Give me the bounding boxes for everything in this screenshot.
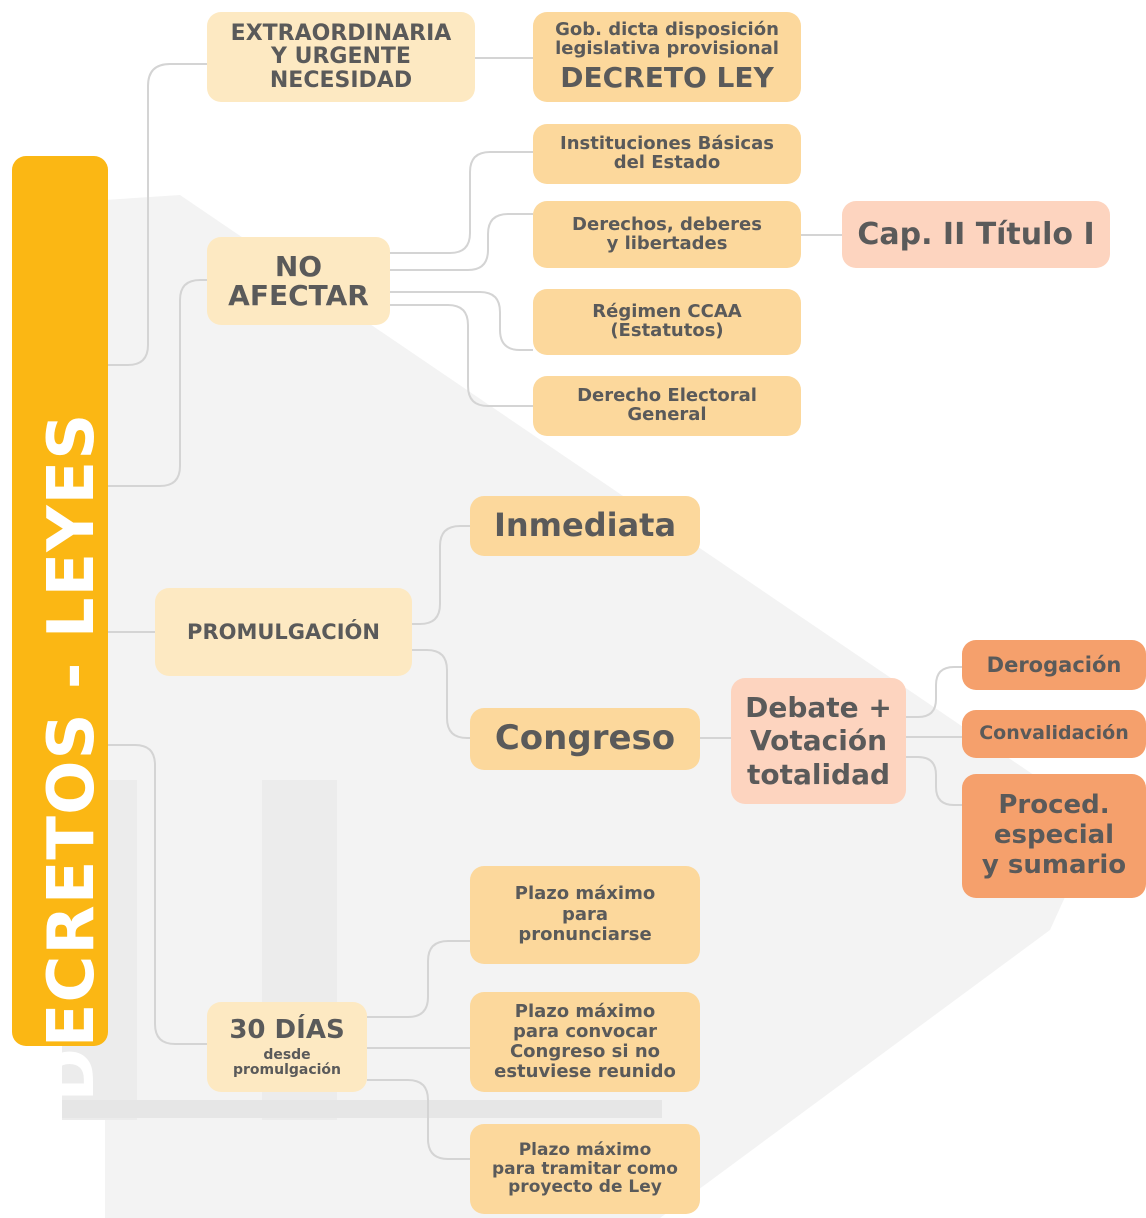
- node-label-line: Plazo máximo: [514, 1001, 656, 1023]
- node-label-line: (Estatutos): [610, 320, 724, 341]
- node-label-line: EXTRAORDINARIA: [230, 21, 452, 47]
- node-no-afectar: NO AFECTAR: [207, 237, 390, 325]
- node-label: Derogación: [986, 652, 1122, 677]
- connector-promulgacion-congreso: [412, 649, 470, 739]
- node-label-line: proyecto de Ley: [508, 1177, 662, 1198]
- node-debate-votacion: Debate + Votación totalidad: [731, 678, 906, 804]
- node-decreto-line2: legislativa provisional: [555, 38, 779, 60]
- node-derogacion: Derogación: [962, 640, 1146, 690]
- connector-noafectar-instituciones: [390, 151, 533, 254]
- node-proced-especial: Proced. especial y sumario: [962, 774, 1146, 898]
- node-plazo-sublabel: promulgación: [232, 1061, 342, 1078]
- node-label-line: totalidad: [746, 757, 891, 791]
- root-title: DECRETOS - LEYES: [35, 412, 109, 1102]
- connector-root-noafectar: [108, 279, 207, 487]
- node-label-line: Votación: [749, 724, 888, 758]
- node-label-line: Plazo máximo: [518, 1139, 652, 1160]
- node-decreto-line1: Gob. dicta disposición: [555, 19, 779, 41]
- node-label-line: Debate +: [745, 691, 892, 725]
- node-regimen-ccaa: Régimen CCAA (Estatutos): [533, 289, 801, 355]
- node-plazo-tramitar: Plazo máximo para tramitar como proyecto…: [470, 1124, 700, 1214]
- node-decreto-line3: DECRETO LEY: [560, 61, 774, 95]
- node-label: Convalidación: [979, 722, 1129, 745]
- node-label-line: pronunciarse: [518, 924, 652, 946]
- background-beam: [62, 1100, 662, 1118]
- connector-root-urgencia: [108, 63, 207, 366]
- node-label-line: y libertades: [606, 232, 728, 254]
- node-label-line: Derecho Electoral: [577, 385, 757, 407]
- node-label-line: para convocar: [513, 1021, 657, 1043]
- node-promulgacion: PROMULGACIÓN: [155, 588, 412, 676]
- node-label-line: del Estado: [613, 152, 721, 173]
- node-label-line: para: [561, 903, 609, 925]
- root-decretos-leyes: DECRETOS - LEYES: [12, 156, 109, 1101]
- node-label-line: estuviese reunido: [494, 1060, 676, 1082]
- connector-promulgacion-inmediata: [412, 525, 470, 625]
- node-cap-ii-titulo-i: Cap. II Título I: [842, 201, 1110, 268]
- connector-plazo-tramitar: [367, 1079, 470, 1160]
- connector-noafectar-electoral: [390, 304, 533, 407]
- node-label-line: Congreso si no: [509, 1041, 661, 1062]
- node-label-line: Derechos, deberes: [572, 213, 762, 235]
- background-sweep: [105, 195, 1100, 1218]
- node-label-line: para tramitar como: [492, 1158, 678, 1179]
- node-label-line: Régimen CCAA: [592, 301, 742, 323]
- node-ref-label: Cap. II Título I: [857, 216, 1095, 252]
- node-plazo-sublabel: desde: [263, 1046, 311, 1063]
- node-label-line: Proced.: [998, 790, 1110, 821]
- node-label-line: Y URGENTE: [271, 44, 411, 70]
- node-plazo-label: 30 DÍAS: [229, 1014, 345, 1045]
- node-derecho-electoral: Derecho Electoral General: [533, 376, 801, 436]
- connector-debate-proced: [906, 756, 962, 806]
- node-extraordinaria-urgente: EXTRAORDINARIA Y URGENTE NECESIDAD: [207, 12, 475, 102]
- node-convalidacion: Convalidación: [962, 710, 1146, 758]
- connector-debate-derogacion: [906, 666, 962, 718]
- node-label-line: General: [627, 404, 707, 425]
- node-derechos-deberes: Derechos, deberes y libertades: [533, 201, 801, 268]
- node-label: PROMULGACIÓN: [187, 619, 380, 644]
- node-label-line: AFECTAR: [228, 279, 369, 312]
- connector-plazo-pronunciarse: [367, 940, 470, 1018]
- connector-root-plazo: [108, 744, 207, 1045]
- connector-noafectar-regimen: [390, 291, 533, 351]
- node-decreto-ley: Gob. dicta disposición legislativa provi…: [533, 12, 801, 102]
- node-plazo-pronunciarse: Plazo máximo para pronunciarse: [470, 866, 700, 964]
- node-inmediata: Inmediata: [470, 496, 700, 556]
- node-label: Congreso: [494, 718, 676, 759]
- node-label: Inmediata: [493, 506, 677, 545]
- connector-noafectar-derechos: [390, 213, 533, 271]
- node-label-line: especial: [993, 820, 1115, 851]
- node-plazo-convocar: Plazo máximo para convocar Congreso si n…: [470, 992, 700, 1092]
- node-instituciones-basicas: Instituciones Básicas del Estado: [533, 124, 801, 184]
- node-congreso: Congreso: [470, 708, 700, 770]
- node-label-line: Plazo máximo: [514, 882, 656, 904]
- node-label-line: Instituciones Básicas: [560, 133, 774, 155]
- node-label-line: NO: [274, 249, 323, 283]
- node-label-line: y sumario: [981, 849, 1127, 880]
- node-30-dias: 30 DÍAS desde promulgación: [207, 1002, 367, 1092]
- node-label-line: NECESIDAD: [269, 67, 413, 93]
